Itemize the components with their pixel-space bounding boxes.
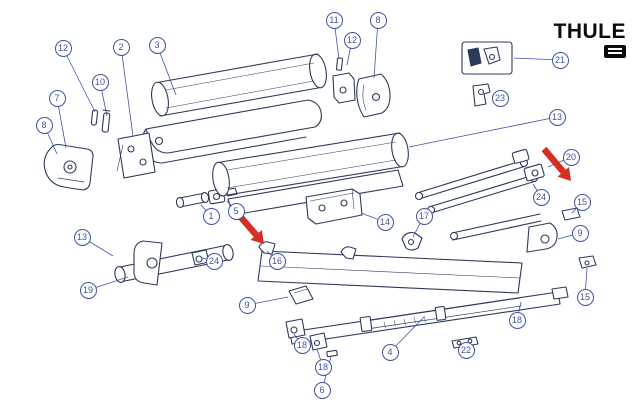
callout-15: 15 — [573, 193, 591, 211]
part-spring-arms — [414, 148, 545, 215]
callout-4: 4 — [381, 343, 399, 361]
callout-12: 12 — [54, 39, 72, 57]
callout-11: 11 — [325, 11, 343, 29]
callout-17: 17 — [415, 207, 433, 225]
callout-9: 9 — [571, 224, 589, 242]
callout-7: 7 — [48, 89, 66, 107]
callout-12: 12 — [343, 31, 361, 49]
callout-18: 18 — [314, 358, 332, 376]
part-pins-top-left — [90, 109, 111, 133]
callout-22: 22 — [457, 341, 475, 359]
part-tension-rafter — [289, 286, 569, 345]
part-corner-bracket — [288, 285, 314, 305]
part-end-cap-left — [43, 143, 94, 191]
callout-10: 10 — [91, 73, 109, 91]
callout-3: 3 — [148, 36, 166, 54]
callout-18: 18 — [508, 311, 526, 329]
callout-5: 5 — [227, 202, 245, 220]
callout-23: 23 — [491, 89, 509, 107]
part-clip-15-lower — [578, 255, 597, 269]
callout-6: 6 — [313, 381, 331, 399]
callout-13: 13 — [548, 108, 566, 126]
part-left-roller-assembly — [114, 240, 234, 286]
part-bracket-8-top — [356, 73, 391, 118]
thule-logo: THULE — [553, 20, 626, 58]
callout-8: 8 — [369, 11, 387, 29]
callout-24: 24 — [532, 188, 550, 206]
callout-8: 8 — [35, 116, 53, 134]
callout-14: 14 — [376, 213, 394, 231]
callout-19: 19 — [79, 281, 97, 299]
part-clip-17 — [401, 232, 423, 251]
callout-2: 2 — [112, 38, 130, 56]
callout-13: 13 — [73, 228, 91, 246]
callout-18: 18 — [293, 336, 311, 354]
part-mounting-bracket-left — [116, 132, 156, 179]
callout-1: 1 — [202, 207, 220, 225]
part-bracket-23 — [472, 83, 491, 107]
part-kit-box-21 — [461, 41, 513, 75]
part-end-fittings-bottom — [285, 318, 338, 358]
part-top-roller-tube — [151, 53, 327, 117]
callout-15: 15 — [576, 288, 594, 306]
part-fabric-roller — [212, 132, 409, 216]
callout-20: 20 — [562, 148, 580, 166]
callout-16: 16 — [268, 252, 286, 270]
part-front-arm-right — [449, 207, 581, 253]
callout-9: 9 — [238, 296, 256, 314]
part-bracket-11-12 — [332, 57, 356, 104]
thule-wordmark: THULE — [553, 20, 626, 43]
part-roof-bracket — [305, 188, 363, 225]
part-front-panel — [257, 241, 523, 294]
callout-24: 24 — [205, 252, 223, 270]
callout-21: 21 — [551, 51, 569, 69]
thule-badge-icon — [604, 45, 626, 58]
